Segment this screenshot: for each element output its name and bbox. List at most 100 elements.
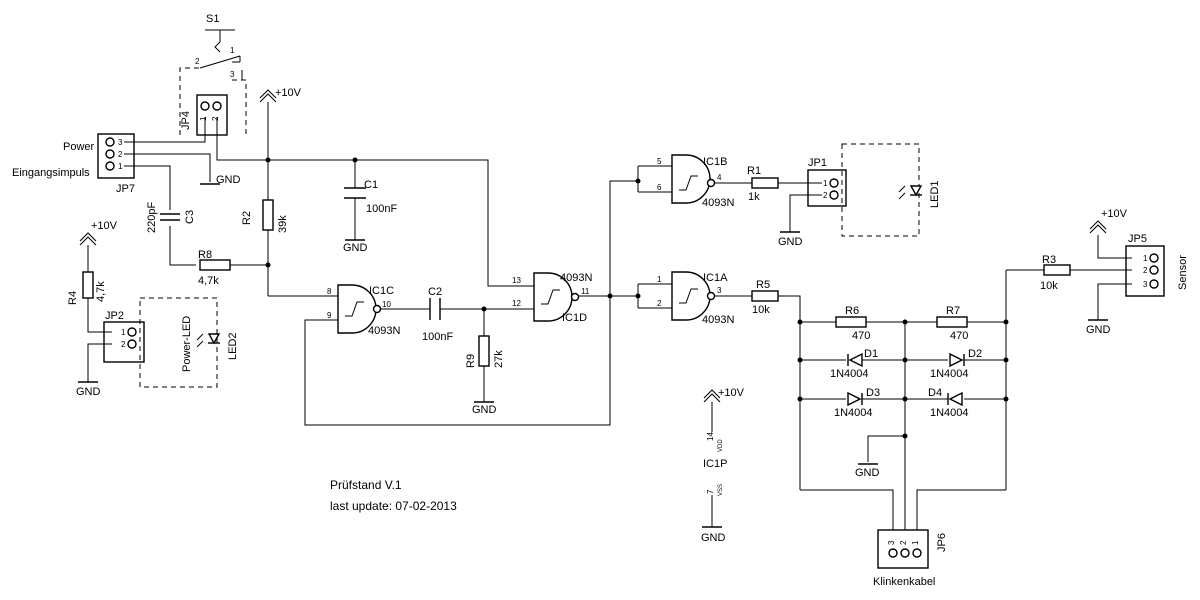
svg-text:4,7k: 4,7k bbox=[198, 275, 219, 287]
svg-text:R7: R7 bbox=[946, 305, 960, 317]
svg-text:14: 14 bbox=[706, 432, 715, 441]
svg-text:7: 7 bbox=[706, 489, 715, 494]
resistor-r4: R4 4,7k bbox=[67, 271, 107, 305]
svg-text:470: 470 bbox=[950, 330, 968, 342]
svg-text:11: 11 bbox=[581, 287, 590, 296]
svg-text:27k: 27k bbox=[493, 350, 505, 368]
svg-text:2: 2 bbox=[211, 116, 220, 121]
led1-outline bbox=[841, 143, 920, 237]
svg-text:8: 8 bbox=[327, 287, 332, 296]
resistor-r3: R3 10k bbox=[1040, 254, 1071, 292]
svg-text:2: 2 bbox=[118, 150, 123, 159]
svg-text:Klinkenkabel: Klinkenkabel bbox=[873, 576, 935, 588]
svg-text:13: 13 bbox=[512, 276, 521, 285]
svg-text:JP6: JP6 bbox=[936, 533, 948, 552]
wires bbox=[87, 102, 1132, 530]
svg-text:+10V: +10V bbox=[91, 220, 118, 232]
svg-text:39k: 39k bbox=[277, 215, 289, 233]
svg-text:Sensor: Sensor bbox=[1177, 255, 1189, 290]
svg-text:GND: GND bbox=[472, 404, 497, 416]
gate-ic1b: IC1B 4093N 5 6 4 bbox=[657, 154, 734, 209]
svg-text:4093N: 4093N bbox=[702, 314, 734, 326]
connector-jp7: 3 2 1 JP7 Power Eingangsimpuls bbox=[12, 133, 135, 195]
gnd-ic1p: GND bbox=[701, 526, 726, 544]
svg-text:1: 1 bbox=[118, 162, 123, 171]
svg-text:3: 3 bbox=[717, 286, 722, 295]
svg-text:LED2: LED2 bbox=[227, 332, 239, 360]
svg-text:Prüfstand V.1: Prüfstand V.1 bbox=[330, 478, 402, 492]
svg-text:470: 470 bbox=[852, 330, 870, 342]
svg-text:D2: D2 bbox=[968, 348, 982, 360]
svg-text:D4: D4 bbox=[928, 387, 942, 399]
svg-text:2: 2 bbox=[899, 540, 908, 545]
svg-text:GND: GND bbox=[343, 242, 368, 254]
svg-text:+10V: +10V bbox=[718, 387, 745, 399]
svg-text:1N4004: 1N4004 bbox=[930, 407, 969, 419]
svg-text:IC1B: IC1B bbox=[703, 156, 727, 168]
svg-text:C3: C3 bbox=[184, 210, 196, 224]
svg-text:3: 3 bbox=[230, 70, 235, 79]
title-block: Prüfstand V.1 last update: 07-02-2013 bbox=[330, 478, 457, 513]
vcc-r4: +10V bbox=[79, 220, 118, 246]
svg-text:GND: GND bbox=[778, 236, 803, 248]
gnd-jp5: GND bbox=[1086, 319, 1111, 336]
svg-text:4: 4 bbox=[717, 173, 722, 182]
svg-text:2: 2 bbox=[195, 57, 200, 66]
vcc-jp5: +10V bbox=[1089, 208, 1128, 234]
svg-text:R8: R8 bbox=[198, 249, 212, 261]
svg-text:C2: C2 bbox=[428, 286, 442, 298]
svg-text:Power-LED: Power-LED bbox=[181, 316, 193, 372]
svg-text:VDD: VDD bbox=[718, 439, 724, 452]
resistor-r2: R2 39k bbox=[241, 199, 289, 233]
svg-text:Power: Power bbox=[63, 141, 95, 153]
svg-text:2: 2 bbox=[1143, 266, 1148, 275]
svg-text:GND: GND bbox=[216, 174, 241, 186]
diode-d1: D1 1N4004 bbox=[830, 348, 878, 380]
svg-text:1: 1 bbox=[230, 46, 235, 55]
gnd-r9: GND bbox=[472, 401, 497, 416]
resistor-r6: R6 470 bbox=[835, 305, 870, 342]
svg-text:JP4: JP4 bbox=[180, 111, 192, 130]
vcc-symbol: +10V bbox=[259, 87, 302, 103]
svg-text:220pF: 220pF bbox=[146, 202, 158, 233]
svg-text:1: 1 bbox=[121, 328, 126, 337]
svg-text:+10V: +10V bbox=[1101, 208, 1128, 220]
svg-text:1N4004: 1N4004 bbox=[830, 368, 869, 380]
gnd-symbol: GND bbox=[200, 174, 241, 186]
svg-text:4093N: 4093N bbox=[702, 197, 734, 209]
svg-text:D3: D3 bbox=[866, 387, 880, 399]
svg-text:LED1: LED1 bbox=[929, 180, 941, 208]
svg-text:2: 2 bbox=[823, 191, 828, 200]
svg-text:10k: 10k bbox=[752, 304, 770, 316]
svg-text:R2: R2 bbox=[241, 211, 253, 225]
svg-text:VSS: VSS bbox=[718, 484, 724, 496]
svg-text:1: 1 bbox=[199, 116, 208, 121]
svg-text:IC1C: IC1C bbox=[369, 285, 394, 297]
resistor-r8: R8 4,7k bbox=[198, 249, 231, 287]
resistor-r1: R1 1k bbox=[747, 165, 779, 203]
connector-jp2: 1 2 JP2 bbox=[103, 310, 145, 363]
gate-ic1d: 4093N IC1D 13 12 11 bbox=[512, 272, 592, 324]
svg-text:GND: GND bbox=[701, 532, 726, 544]
svg-text:2: 2 bbox=[121, 340, 126, 349]
svg-text:1N4004: 1N4004 bbox=[834, 407, 873, 419]
led-led2: Power-LED LED2 bbox=[181, 316, 239, 372]
svg-text:100nF: 100nF bbox=[422, 331, 453, 343]
svg-text:4,7k: 4,7k bbox=[95, 281, 107, 302]
svg-text:4093N: 4093N bbox=[560, 272, 592, 284]
svg-text:1: 1 bbox=[823, 179, 828, 188]
svg-text:4093N: 4093N bbox=[368, 325, 400, 337]
svg-text:1: 1 bbox=[1143, 254, 1148, 263]
switch-outline bbox=[179, 67, 200, 135]
connector-jp1: 1 2 JP1 bbox=[807, 157, 847, 207]
svg-text:JP5: JP5 bbox=[1128, 233, 1147, 245]
capacitor-c3: 220pF C3 bbox=[146, 202, 196, 233]
ic1p: 14 VDD IC1P 7 VSS bbox=[703, 432, 727, 496]
svg-text:5: 5 bbox=[657, 157, 662, 166]
capacitor-c2: C2 100nF bbox=[422, 286, 453, 343]
svg-text:3: 3 bbox=[887, 540, 896, 545]
gnd-c1: GND bbox=[343, 239, 368, 254]
gate-ic1c: IC1C 4093N 8 9 10 bbox=[327, 284, 400, 337]
svg-text:R6: R6 bbox=[845, 305, 859, 317]
